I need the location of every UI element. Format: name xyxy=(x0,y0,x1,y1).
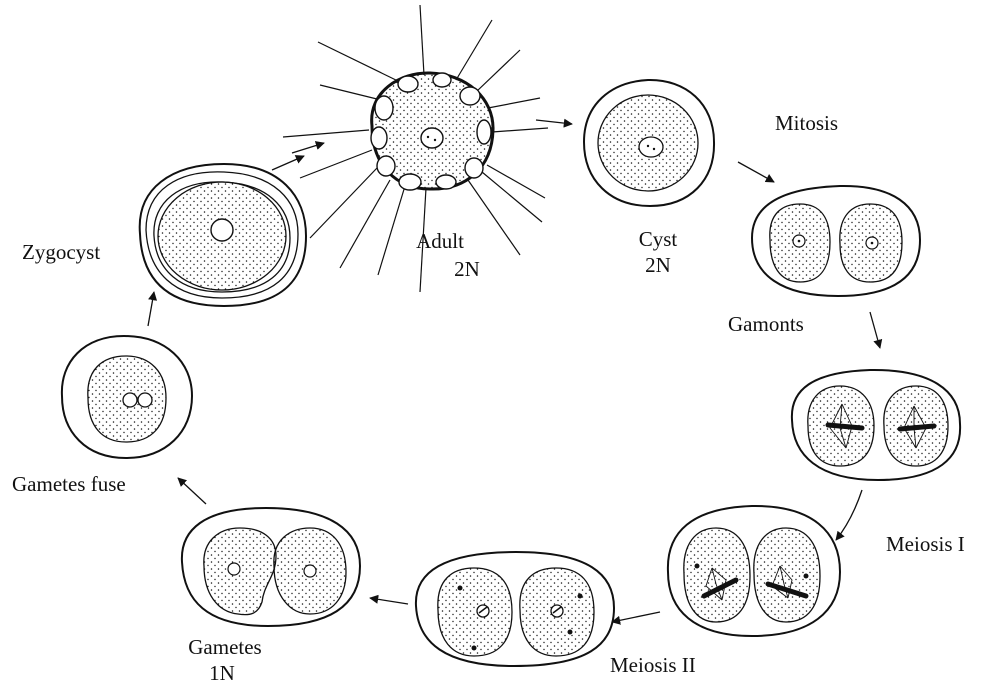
arrow-gamonts-to-meiosis-one xyxy=(870,312,880,348)
label-gametes-ploidy: 1N xyxy=(209,661,235,685)
label-gametes: Gametes xyxy=(188,635,261,659)
meiosis-two-cell xyxy=(416,552,614,666)
label-meiosis-two: Meiosis II xyxy=(610,653,696,677)
label-mitosis: Mitosis xyxy=(775,111,838,135)
gametes-fuse-cell xyxy=(62,336,192,458)
label-adult: Adult xyxy=(416,229,464,253)
label-meiosis-one: Meiosis I xyxy=(886,532,965,556)
zygocyst-cell xyxy=(140,164,306,306)
arrow-gametes-to-fuse xyxy=(178,478,206,504)
arrow-fuse-to-zygocyst xyxy=(148,292,154,326)
arrow-cyst-to-gamonts xyxy=(738,162,774,182)
label-cyst-ploidy: 2N xyxy=(645,253,671,277)
arrow-adult-to-cyst xyxy=(536,120,572,124)
label-zygocyst: Zygocyst xyxy=(22,240,100,264)
meiosis-one-cell xyxy=(668,506,840,636)
gametes-cell xyxy=(182,508,360,626)
cyst-nucleus xyxy=(639,137,663,157)
arrow-meiosis-one-to-second xyxy=(836,490,862,540)
zygocyst-nucleus xyxy=(211,219,233,241)
label-adult-ploidy: 2N xyxy=(454,257,480,281)
label-gametes-fuse: Gametes fuse xyxy=(12,472,126,496)
arrow-meiosis-one-to-meiosis-two xyxy=(612,612,660,622)
adult-nucleus xyxy=(421,128,443,148)
arrow-zygocyst-to-adult xyxy=(272,156,304,170)
meiosis-one-spindle-cell xyxy=(792,370,960,480)
arrow-meiosis-two-to-gametes xyxy=(370,598,408,604)
label-gamonts: Gamonts xyxy=(728,312,804,336)
label-cyst: Cyst xyxy=(639,227,678,251)
cyst-cell xyxy=(584,80,714,206)
arrow-zygocyst-to-adult-2 xyxy=(292,143,324,153)
gamonts-cell xyxy=(752,186,920,296)
